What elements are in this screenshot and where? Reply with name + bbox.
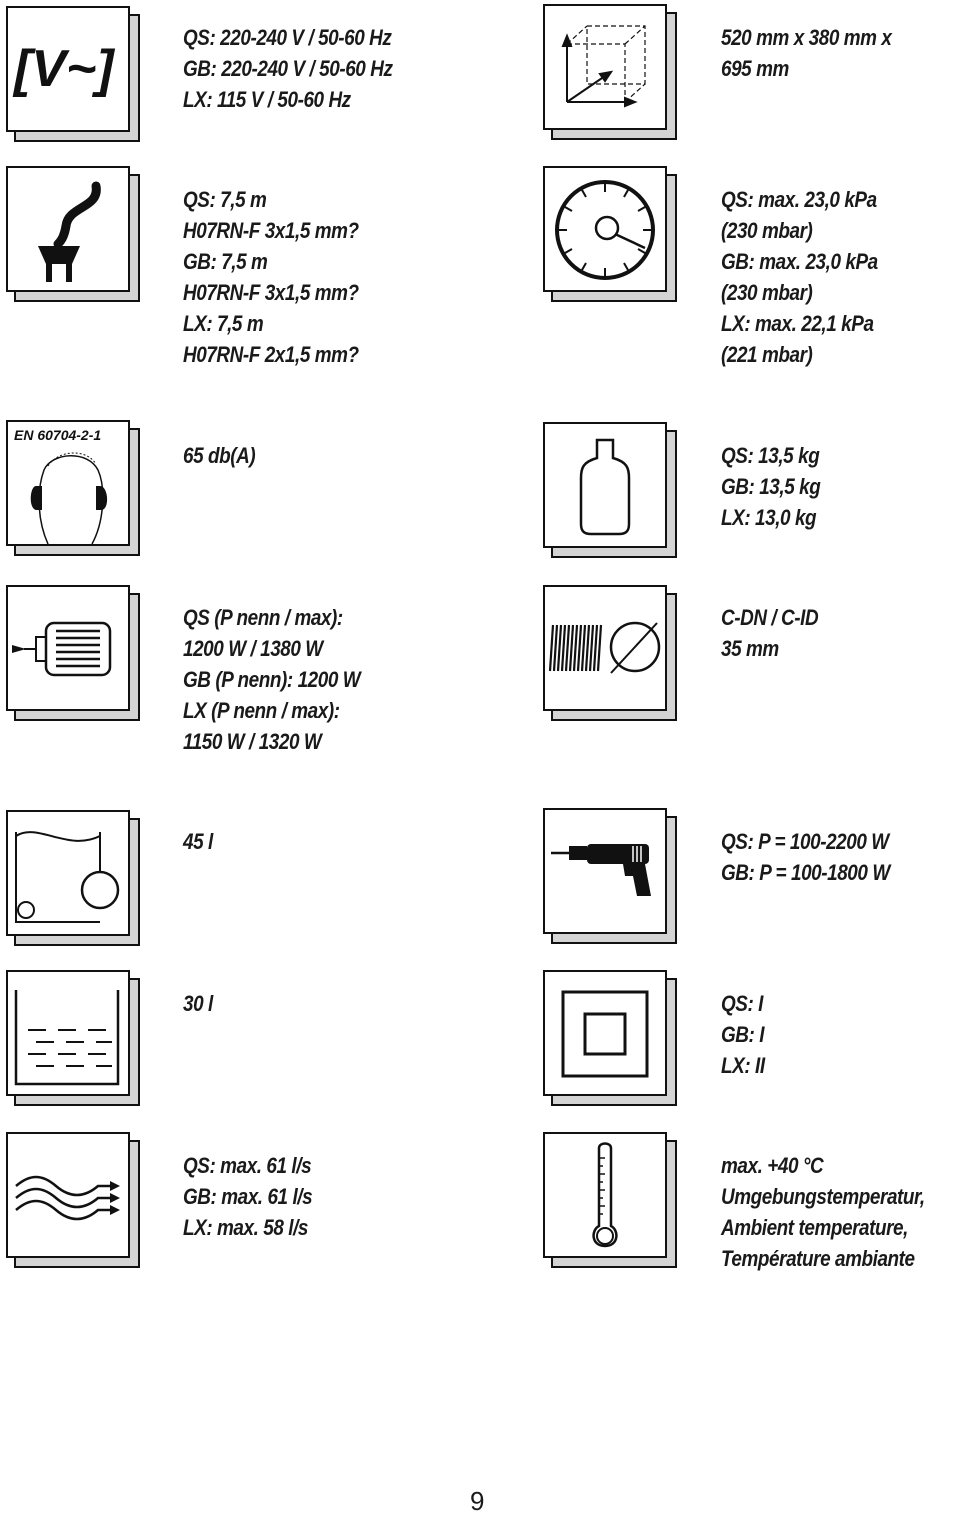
container-spec: 45 l — [183, 826, 213, 857]
dimensions-icon-box — [543, 4, 677, 140]
power-tool-drill-icon — [551, 844, 651, 896]
noise-spec: 65 db(A) — [183, 440, 256, 471]
drill-icon-box — [543, 808, 677, 944]
motor-icon-box — [6, 585, 140, 721]
weight-spec: QS: 13,5 kg GB: 13,5 kg LX: 13,0 kg — [721, 440, 821, 533]
pressure-spec: QS: max. 23,0 kPa (230 mbar) GB: max. 23… — [721, 184, 878, 370]
container-volume-icon — [15, 831, 120, 923]
spec-line: GB: 7,5 m — [183, 249, 268, 274]
spec-line: Température ambiante — [721, 1246, 915, 1271]
spec-line: 45 l — [183, 829, 213, 854]
container-icon-box — [6, 810, 140, 946]
standard-label: EN 60704-2-1 — [14, 427, 101, 443]
spec-line: 35 mm — [721, 636, 779, 661]
pressure-gauge-icon — [555, 180, 655, 280]
spec-line: Ambient temperature, — [721, 1215, 908, 1240]
airflow-icon — [15, 1175, 120, 1221]
spec-line: 520 mm x 380 mm x — [721, 25, 892, 50]
spec-line: 1200 W / 1380 W — [183, 636, 323, 661]
protection-class-icon — [561, 990, 649, 1078]
temperature-spec: max. +40 °C Umgebungstemperatur, Ambient… — [721, 1150, 925, 1274]
power-cable-plug-icon — [38, 181, 101, 282]
motor-spec: QS (P nenn / max): 1200 W / 1380 W GB (P… — [183, 602, 361, 757]
spec-line: (221 mbar) — [721, 342, 813, 367]
spec-line: QS: max. 23,0 kPa — [721, 187, 877, 212]
spec-line: GB: 220-240 V / 50-60 Hz — [183, 56, 393, 81]
motor-icon — [12, 621, 112, 677]
voltage-spec: QS: 220-240 V / 50-60 Hz GB: 220-240 V /… — [183, 22, 393, 115]
spec-line: 30 l — [183, 991, 213, 1016]
airflow-spec: QS: max. 61 l/s GB: max. 61 l/s LX: max.… — [183, 1150, 313, 1243]
dimensions-spec: 520 mm x 380 mm x 695 mm — [721, 22, 892, 84]
spec-line: 65 db(A) — [183, 443, 256, 468]
spec-line: GB: I — [721, 1022, 765, 1047]
spec-line: H07RN-F 2x1,5 mm? — [183, 342, 359, 367]
water-tank-spec: 30 l — [183, 988, 213, 1019]
water-tank-icon — [14, 990, 120, 1086]
spec-line: Umgebungstemperatur, — [721, 1184, 925, 1209]
thermometer-icon — [592, 1142, 618, 1248]
spec-line: GB: P = 100-1800 W — [721, 860, 890, 885]
pressure-icon-box — [543, 166, 677, 302]
dimensions-cube-icon — [561, 25, 646, 108]
voltage-icon-box: [V~] — [6, 6, 140, 142]
spec-line: LX (P nenn / max): — [183, 698, 340, 723]
spec-line: LX: 7,5 m — [183, 311, 264, 336]
spec-line: 695 mm — [721, 56, 789, 81]
spec-line: GB: max. 61 l/s — [183, 1184, 313, 1209]
drill-spec: QS: P = 100-2200 W GB: P = 100-1800 W — [721, 826, 890, 888]
spec-line: QS: I — [721, 991, 764, 1016]
airflow-icon-box — [6, 1132, 140, 1268]
ear-protection-head-icon: EN 60704-2-1 — [14, 427, 108, 544]
protection-class-spec: QS: I GB: I LX: II — [721, 988, 765, 1081]
spec-line: GB: max. 23,0 kPa — [721, 249, 878, 274]
hose-icon-box — [543, 585, 677, 721]
spec-line: LX: 115 V / 50-60 Hz — [183, 87, 351, 112]
spec-line: LX: max. 58 l/s — [183, 1215, 309, 1240]
weight-icon — [579, 438, 631, 536]
noise-icon-box: EN 60704-2-1 — [6, 420, 140, 556]
spec-line: H07RN-F 3x1,5 mm? — [183, 280, 359, 305]
protection-class-icon-box — [543, 970, 677, 1106]
hose-spec: C-DN / C-ID 35 mm — [721, 602, 819, 664]
hose-diameter-icon — [548, 621, 661, 674]
spec-line: (230 mbar) — [721, 218, 813, 243]
spec-line: QS: 13,5 kg — [721, 443, 820, 468]
weight-icon-box — [543, 422, 677, 558]
spec-line: QS: 7,5 m — [183, 187, 267, 212]
spec-line: GB (P nenn): 1200 W — [183, 667, 361, 692]
spec-line: QS: 220-240 V / 50-60 Hz — [183, 25, 392, 50]
voltage-icon: [V~] — [12, 40, 115, 98]
spec-line: QS (P nenn / max): — [183, 605, 343, 630]
page-number: 9 — [470, 1486, 485, 1516]
spec-line: H07RN-F 3x1,5 mm? — [183, 218, 359, 243]
spec-line: 1150 W / 1320 W — [183, 729, 322, 754]
spec-line: GB: 13,5 kg — [721, 474, 821, 499]
spec-line: LX: II — [721, 1053, 765, 1078]
spec-line: QS: max. 61 l/s — [183, 1153, 312, 1178]
voltage-icon-label: [V~] — [12, 40, 115, 98]
spec-line: QS: P = 100-2200 W — [721, 829, 889, 854]
spec-line: C-DN / C-ID — [721, 605, 819, 630]
cable-icon-box — [6, 166, 140, 302]
cable-spec: QS: 7,5 m H07RN-F 3x1,5 mm? GB: 7,5 m H0… — [183, 184, 359, 370]
spec-line: max. +40 °C — [721, 1153, 824, 1178]
water-tank-icon-box — [6, 970, 140, 1106]
spec-line: LX: max. 22,1 kPa — [721, 311, 874, 336]
thermometer-icon-box — [543, 1132, 677, 1268]
spec-line: (230 mbar) — [721, 280, 813, 305]
spec-line: LX: 13,0 kg — [721, 505, 817, 530]
